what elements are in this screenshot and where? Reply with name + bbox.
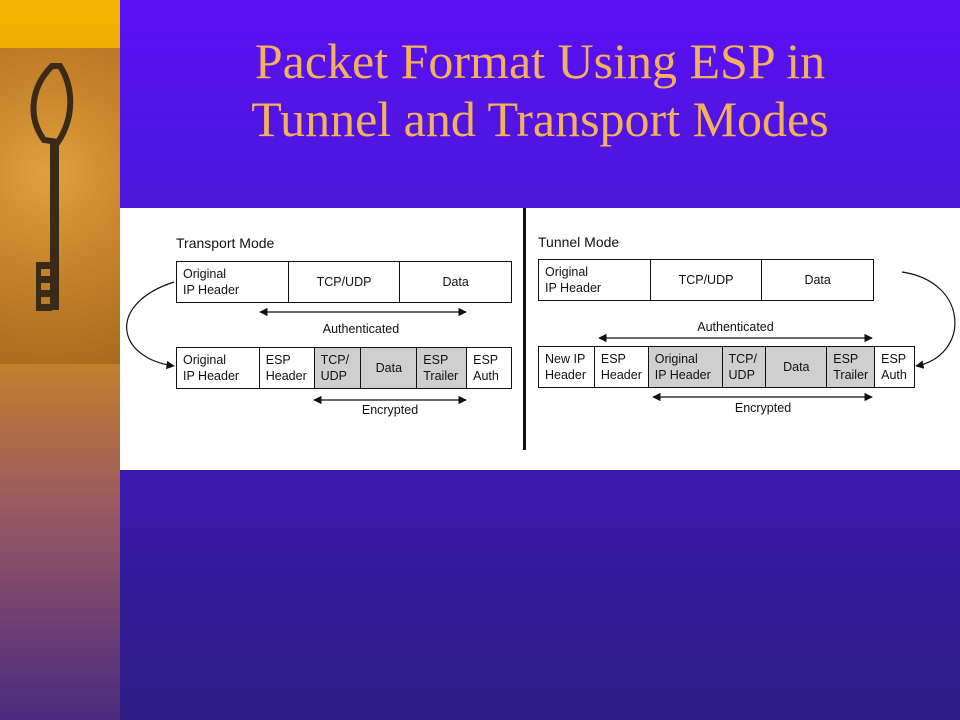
transport-esp-field: TCP/ UDP [314, 348, 362, 388]
transport-esp-field: ESP Header [260, 348, 315, 388]
transport-curve-arrow [126, 281, 175, 370]
transport-esp-field: ESP Auth [473, 353, 499, 383]
transport-field: Original IP Header [177, 262, 289, 302]
transport-field: Data [442, 275, 469, 289]
tunnel-field: Original IP Header [539, 260, 651, 300]
tunnel-field: TCP/UDP [651, 260, 763, 300]
tunnel-esp-field: New IP Header [539, 347, 595, 387]
transport-field: TCP/UDP [289, 262, 401, 302]
tunnel-esp-packet: New IP Header ESP Header Original IP Hea… [538, 346, 915, 388]
tunnel-mode-title: Tunnel Mode [538, 234, 620, 250]
diagram-panel: Transport Mode Original IP Header TCP/UD… [120, 208, 960, 470]
tunnel-esp-field: Original IP Header [648, 347, 723, 387]
tunnel-field: Data [804, 273, 831, 287]
title-line-2: Tunnel and Transport Modes [251, 91, 829, 147]
transport-authenticated-label: Authenticated [322, 322, 400, 336]
tunnel-encrypted-label: Encrypted [734, 401, 792, 415]
diagram-arrows [126, 271, 956, 405]
key-icon [30, 63, 74, 311]
tunnel-esp-field: ESP Auth [881, 352, 907, 382]
transport-esp-field: Original IP Header [177, 348, 260, 388]
slide-title: Packet Format Using ESP in Tunnel and Tr… [120, 32, 960, 148]
tunnel-esp-field: ESP Trailer [827, 347, 876, 387]
tunnel-esp-field: TCP/ UDP [722, 347, 767, 387]
transport-mode-title: Transport Mode [176, 235, 275, 251]
tunnel-esp-field: ESP Header [595, 347, 649, 387]
transport-esp-field: ESP Trailer [417, 348, 468, 388]
transport-esp-packet: Original IP Header ESP Header TCP/ UDP D… [176, 347, 512, 389]
sidebar [0, 0, 120, 720]
key-image [0, 48, 120, 364]
tunnel-original-packet: Original IP Header TCP/UDP Data [538, 259, 874, 301]
tunnel-curve-arrow [901, 271, 956, 369]
transport-original-packet: Original IP Header TCP/UDP Data [176, 261, 512, 303]
mode-divider [523, 208, 526, 450]
title-line-1: Packet Format Using ESP in [254, 33, 826, 89]
transport-esp-field: Data [361, 348, 418, 388]
tunnel-esp-field: Data [766, 347, 828, 387]
tunnel-authenticated-label: Authenticated [697, 320, 774, 334]
transport-encrypted-label: Encrypted [361, 403, 419, 417]
